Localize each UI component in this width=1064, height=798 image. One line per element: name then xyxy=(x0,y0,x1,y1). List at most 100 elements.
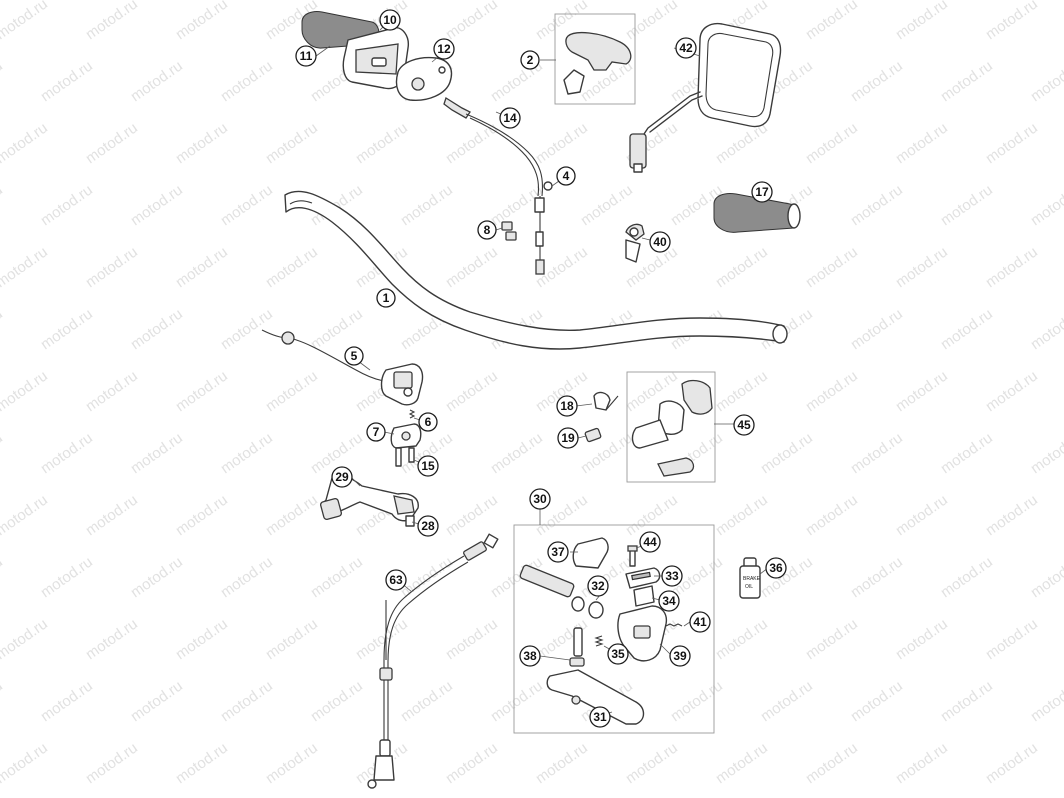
hot-start-cap xyxy=(584,391,619,443)
spring xyxy=(408,409,416,419)
watermark-text: motod.ru xyxy=(128,553,186,601)
watermark-text: motod.ru xyxy=(0,367,51,415)
callouts: 1 2 4 5 6 7 8 10 11 12 14 15 17 18 19 28… xyxy=(295,9,787,728)
watermark-text: motod.ru xyxy=(803,491,861,539)
callout-63: 63 xyxy=(385,569,407,591)
callout-28: 28 xyxy=(417,515,439,537)
callout-34-label: 34 xyxy=(662,594,676,608)
callout-31-label: 31 xyxy=(593,710,607,724)
callout-45: 45 xyxy=(733,414,755,436)
watermark-text: motod.ru xyxy=(83,119,141,167)
callout-34: 34 xyxy=(658,590,680,612)
callout-10-label: 10 xyxy=(383,13,397,27)
watermark-text: motod.ru xyxy=(38,429,96,477)
watermark-text: motod.ru xyxy=(263,491,321,539)
handlebar xyxy=(284,190,788,350)
watermark-text: motod.ru xyxy=(893,0,951,43)
watermark-text: motod.ru xyxy=(983,739,1041,787)
callout-15: 15 xyxy=(417,455,439,477)
callout-15-label: 15 xyxy=(421,459,435,473)
watermark-text: motod.ru xyxy=(0,181,6,229)
watermark-text: motod.ru xyxy=(938,429,996,477)
watermark-text: motod.ru xyxy=(803,367,861,415)
watermark-text: motod.ru xyxy=(443,367,501,415)
throttle-grip xyxy=(301,11,409,90)
hot-start-frame xyxy=(626,371,716,483)
callout-6: 6 xyxy=(418,412,438,432)
watermark-text: motod.ru xyxy=(983,0,1041,43)
callout-36: 36 xyxy=(765,557,787,579)
watermark-text: motod.ru xyxy=(938,181,996,229)
watermark-text: motod.ru xyxy=(713,119,771,167)
watermark-text: motod.ru xyxy=(443,243,501,291)
callout-44-label: 44 xyxy=(643,535,657,549)
watermark-text: motod.ru xyxy=(173,119,231,167)
callout-17: 17 xyxy=(751,181,773,203)
watermark-text: motod.ru xyxy=(398,677,456,725)
watermark-text: motod.ru xyxy=(803,615,861,663)
throttle-cover xyxy=(395,56,453,101)
callout-7-label: 7 xyxy=(373,425,380,439)
watermark-text: motod.ru xyxy=(893,367,951,415)
callout-32: 32 xyxy=(587,575,609,597)
watermark-text: motod.ru xyxy=(758,677,816,725)
callout-1-label: 1 xyxy=(383,291,390,305)
watermark-text: motod.ru xyxy=(263,119,321,167)
watermark-text: motod.ru xyxy=(623,0,681,43)
watermark-text: motod.ru xyxy=(0,305,6,353)
watermark-text: motod.ru xyxy=(983,367,1041,415)
callout-12-label: 12 xyxy=(437,42,451,56)
callout-41-label: 41 xyxy=(693,615,707,629)
callout-7: 7 xyxy=(366,422,386,442)
callout-14-label: 14 xyxy=(503,111,517,125)
callout-38-label: 38 xyxy=(523,649,537,663)
watermark-text: motod.ru xyxy=(938,305,996,353)
watermark-text: motod.ru xyxy=(668,677,726,725)
callout-42: 42 xyxy=(675,37,697,59)
watermark-text: motod.ru xyxy=(848,677,906,725)
watermark-text: motod.ru xyxy=(0,57,6,105)
watermark-text: motod.ru xyxy=(83,0,141,43)
watermark-text: motod.ru xyxy=(0,119,51,167)
callout-11-label: 11 xyxy=(300,49,313,63)
watermark-text: motod.ru xyxy=(308,305,366,353)
callout-6-label: 6 xyxy=(425,415,432,429)
watermark-text: motod.ru xyxy=(83,739,141,787)
watermark-text: motod.ru xyxy=(218,553,276,601)
fluid-bottle: BRAKE OIL xyxy=(739,557,761,599)
callout-29-label: 29 xyxy=(335,470,349,484)
watermark-text: motod.ru xyxy=(0,491,51,539)
hot-start-lever xyxy=(631,379,713,477)
watermark-text: motod.ru xyxy=(848,553,906,601)
watermark-text: motod.ru xyxy=(263,243,321,291)
callout-37-label: 37 xyxy=(551,545,565,559)
callout-45-label: 45 xyxy=(737,418,751,432)
watermark-text: motod.ru xyxy=(263,367,321,415)
watermark-text: motod.ru xyxy=(0,243,51,291)
watermark-text: motod.ru xyxy=(38,57,96,105)
watermark-text: motod.ru xyxy=(218,57,276,105)
watermark-text: motod.ru xyxy=(1028,57,1064,105)
watermark-text: motod.ru xyxy=(893,739,951,787)
clutch-lever xyxy=(320,474,419,527)
watermark-text: motod.ru xyxy=(218,677,276,725)
watermark-text: motod.ru xyxy=(353,119,411,167)
watermark-text: motod.ru xyxy=(623,739,681,787)
watermark-text: motod.ru xyxy=(713,367,771,415)
master-cylinder-frame xyxy=(513,524,715,734)
handguard xyxy=(563,31,632,95)
callout-18: 18 xyxy=(556,395,578,417)
callout-30: 30 xyxy=(529,488,551,510)
watermark-text: motod.ru xyxy=(443,0,501,43)
watermark-text: motod.ru xyxy=(38,677,96,725)
watermark-text: motod.ru xyxy=(848,429,906,477)
watermark-text: motod.ru xyxy=(83,367,141,415)
watermark-text: motod.ru xyxy=(0,553,6,601)
watermark-text: motod.ru xyxy=(38,305,96,353)
callout-44: 44 xyxy=(639,531,661,553)
callout-19-label: 19 xyxy=(561,431,575,445)
watermark-text: motod.ru xyxy=(443,491,501,539)
watermark-text: motod.ru xyxy=(488,429,546,477)
watermark-text: motod.ru xyxy=(983,615,1041,663)
watermark-text: motod.ru xyxy=(173,491,231,539)
